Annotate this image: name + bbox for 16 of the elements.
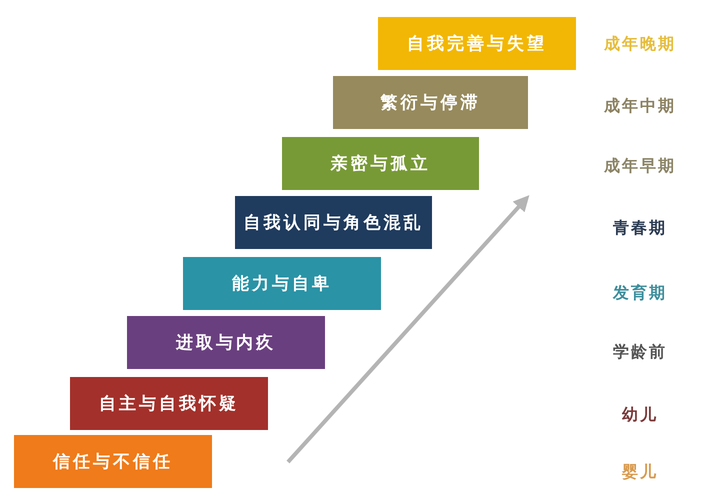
stage-box: 自我完善与失望 xyxy=(378,17,576,70)
stage-box: 进取与内疚 xyxy=(127,316,325,369)
stage-box: 自主与自我怀疑 xyxy=(70,377,268,430)
age-label: 幼儿 xyxy=(621,405,659,425)
stage-box: 亲密与孤立 xyxy=(282,137,479,190)
stage-box: 自我认同与角色混乱 xyxy=(235,196,432,249)
age-label: 青春期 xyxy=(612,218,668,238)
stage-box: 能力与自卑 xyxy=(183,257,381,310)
age-label: 婴儿 xyxy=(620,462,659,482)
age-label: 成年中期 xyxy=(602,96,677,116)
stage-box: 繁衍与停滞 xyxy=(333,76,528,129)
age-label: 学龄前 xyxy=(612,342,668,362)
age-label: 发育期 xyxy=(612,283,668,303)
age-label: 成年早期 xyxy=(602,156,677,176)
stage-box: 信任与不信任 xyxy=(14,435,212,488)
age-label: 成年晚期 xyxy=(602,34,677,54)
